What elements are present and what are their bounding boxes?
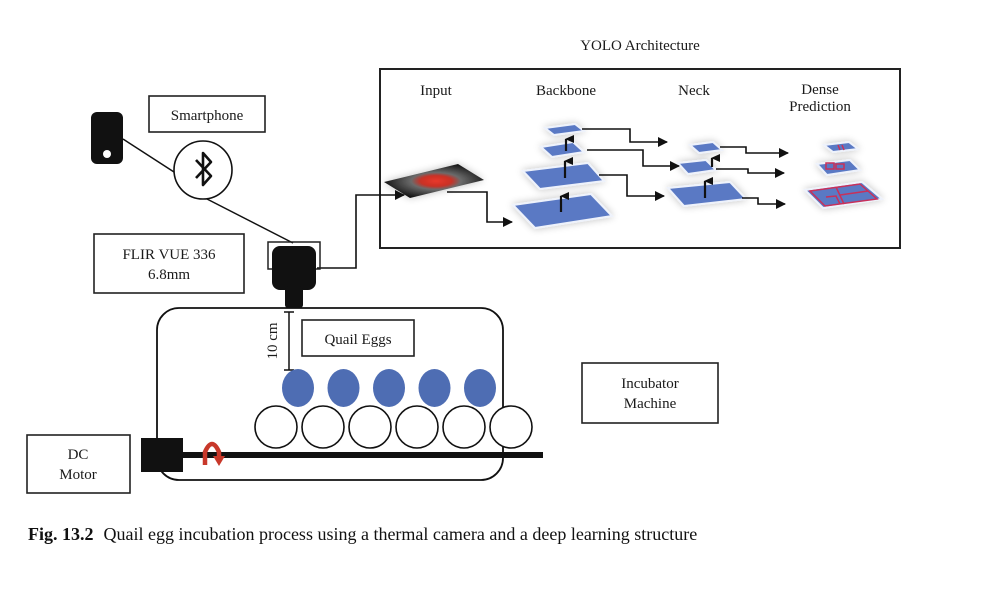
quail-eggs-label: Quail Eggs xyxy=(324,332,391,348)
connector-b4-to-n3 xyxy=(582,128,668,147)
egg-roller xyxy=(348,405,392,449)
stage-label-neck: Neck xyxy=(678,83,710,99)
smartphone-icon xyxy=(91,112,123,164)
camera-to-yolo-line xyxy=(317,190,405,269)
backbone-layer-1 xyxy=(510,192,615,230)
quail-egg xyxy=(327,369,360,407)
backbone-layers xyxy=(510,122,615,230)
connector-b2-to-n1 xyxy=(599,174,665,201)
connector-n3-to-p3 xyxy=(720,146,789,158)
quail-egg xyxy=(418,369,451,407)
incubator-label-line1: Incubator xyxy=(621,376,678,392)
stage-label-backbone: Backbone xyxy=(536,83,596,99)
camera-label-lens: 6.8mm xyxy=(148,267,190,283)
egg-rollers xyxy=(254,405,533,449)
egg-roller xyxy=(395,405,439,449)
egg-roller xyxy=(489,405,533,449)
distance-label: 10 cm xyxy=(265,322,281,359)
dc-motor-icon xyxy=(141,438,183,472)
connector-n1-to-p1 xyxy=(742,197,786,209)
neck-layer-2 xyxy=(675,158,719,176)
yolo-title: YOLO Architecture xyxy=(580,38,700,54)
quail-eggs-label-box xyxy=(301,319,415,357)
egg-roller xyxy=(254,405,298,449)
figure-caption-text: Quail egg incubation process using a the… xyxy=(103,524,698,544)
backbone-layer-4 xyxy=(542,122,587,137)
egg-roller xyxy=(442,405,486,449)
neck-layers xyxy=(665,140,749,208)
neck-layer-1 xyxy=(665,180,749,208)
connector-n2-to-p2 xyxy=(716,168,785,178)
incubator-label-line2: Machine xyxy=(624,396,677,412)
camera-label-box xyxy=(93,233,245,294)
incubator-body xyxy=(156,307,504,481)
distance-marker xyxy=(284,311,294,371)
stage-label-dense: Dense xyxy=(801,82,839,98)
prediction-layer-3 xyxy=(821,140,861,154)
motor-label-box xyxy=(26,434,131,494)
smartphone-label: Smartphone xyxy=(171,108,244,124)
quail-egg xyxy=(464,369,496,407)
phone-to-bluetooth-line xyxy=(122,138,175,173)
bluetooth-to-camera-line xyxy=(206,198,294,244)
stage-label-input: Input xyxy=(420,83,452,99)
roller-shaft xyxy=(166,452,543,458)
motor-label-motor: Motor xyxy=(59,467,97,483)
rotation-arrow-icon xyxy=(202,441,222,465)
rotation-arrow-head xyxy=(213,456,225,466)
connector-input-to-backbone xyxy=(447,191,513,227)
yolo-panel xyxy=(379,68,901,249)
motor-label-dc: DC xyxy=(68,447,89,463)
thermal-input-image xyxy=(384,164,484,198)
backbone-layer-2 xyxy=(520,161,607,191)
quail-egg xyxy=(282,369,314,407)
stage-label-prediction: Prediction xyxy=(789,99,851,115)
prediction-bounding-boxes xyxy=(808,144,879,207)
thermal-camera-icon xyxy=(272,246,316,308)
bluetooth-icon xyxy=(195,151,213,187)
prediction-layer-2 xyxy=(814,158,863,177)
backbone-layer-3 xyxy=(538,140,587,159)
camera-label-model: FLIR VUE 336 xyxy=(122,247,216,263)
yolo-connectors xyxy=(447,128,789,227)
figure-number: Fig. 13.2 xyxy=(28,524,94,544)
quail-eggs xyxy=(282,369,496,407)
connector-b3-to-n2 xyxy=(587,149,680,171)
figure-caption: Fig. 13.2 Quail egg incubation process us… xyxy=(28,524,697,545)
egg-roller xyxy=(301,405,345,449)
smartphone-label-box xyxy=(148,95,266,133)
incubator-label-box xyxy=(581,362,719,424)
quail-egg xyxy=(373,369,405,407)
neck-layer-3 xyxy=(687,140,725,155)
